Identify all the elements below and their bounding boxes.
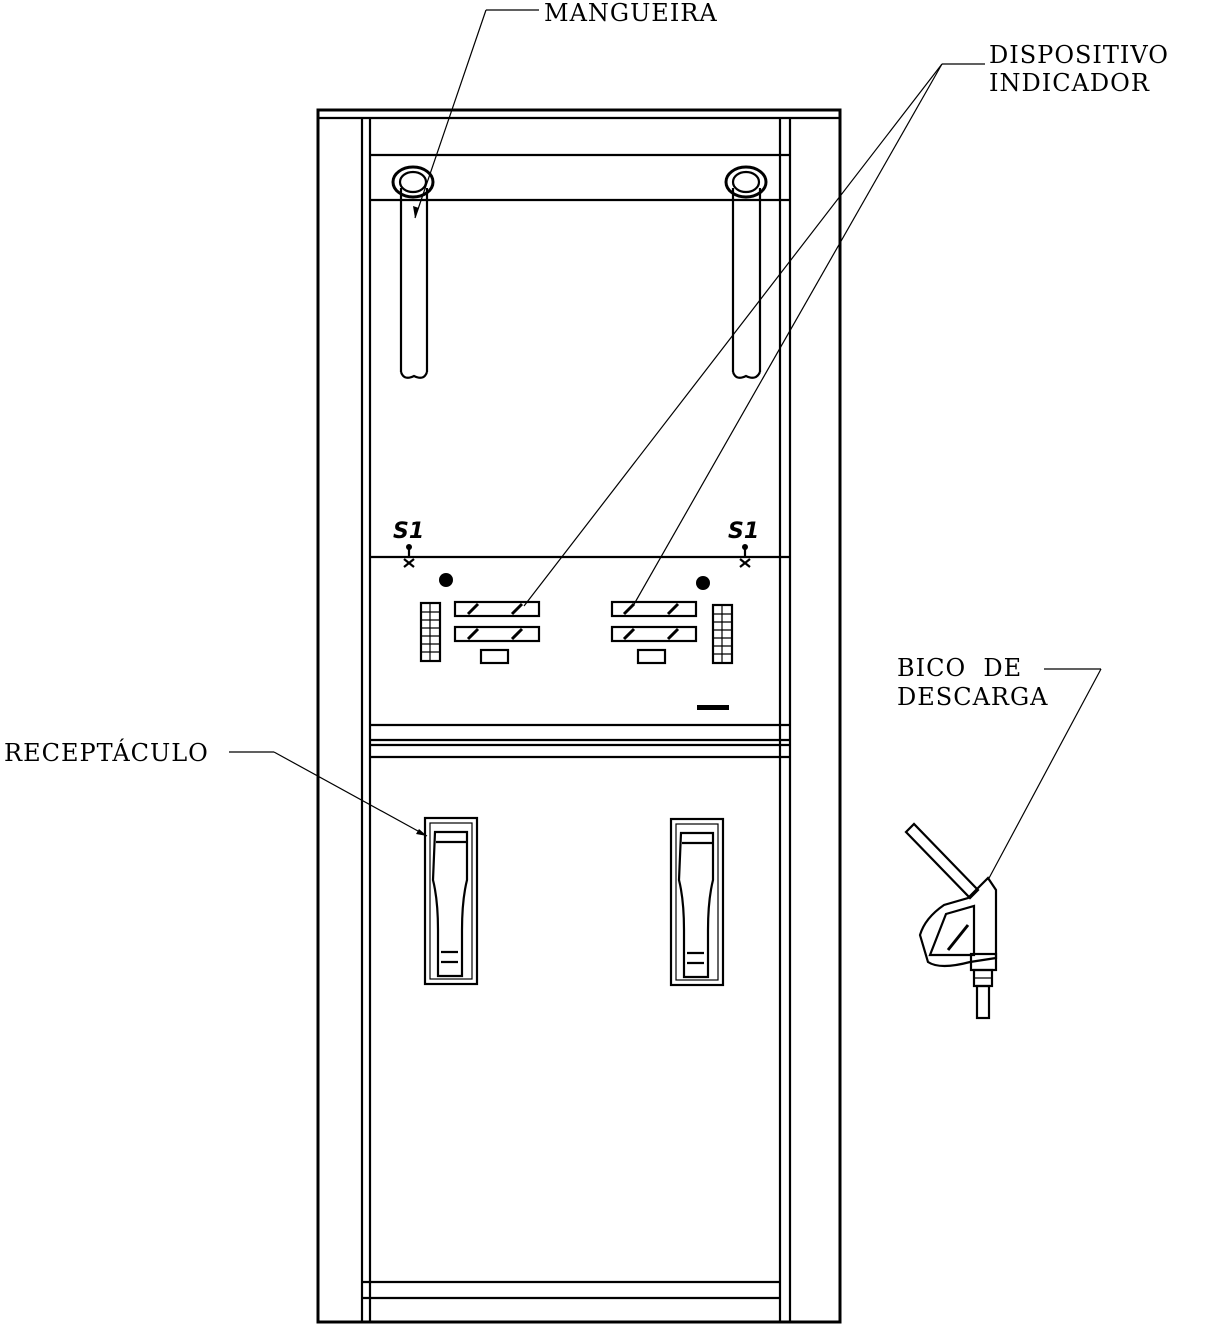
display-windows-left	[453, 600, 541, 665]
dispenser-housing	[316, 108, 842, 1324]
label-indicator-line2: INDICADOR	[989, 69, 1150, 97]
indicator-dot-left	[439, 573, 453, 587]
receptacle-left	[423, 816, 479, 986]
top-beam	[370, 153, 790, 202]
leader-lines	[229, 9, 1102, 881]
s1-marker-right: S1	[728, 519, 759, 568]
s1-label-right: S1	[728, 519, 759, 544]
hose-right	[724, 165, 768, 379]
indicator-dot-right	[696, 576, 710, 590]
keypad-right	[711, 603, 734, 665]
s1-marker-left: S1	[393, 519, 424, 568]
label-hose: MANGUEIRA	[544, 0, 718, 27]
card-slot	[697, 705, 729, 710]
discharge-nozzle	[904, 822, 998, 1020]
label-indicator-line1: DISPOSITIVO	[989, 41, 1169, 69]
label-nozzle-line1: BICO DE	[897, 654, 1022, 682]
hose-left	[391, 165, 435, 379]
label-nozzle-line2: DESCARGA	[897, 683, 1048, 711]
keypad-left	[419, 601, 442, 663]
receptacle-right	[669, 817, 725, 987]
s1-label-left: S1	[393, 519, 424, 544]
display-windows-right	[610, 600, 698, 665]
housing-base	[362, 1280, 780, 1300]
display-panel	[370, 555, 790, 759]
label-receptacle: RECEPTÁCULO	[4, 738, 209, 767]
